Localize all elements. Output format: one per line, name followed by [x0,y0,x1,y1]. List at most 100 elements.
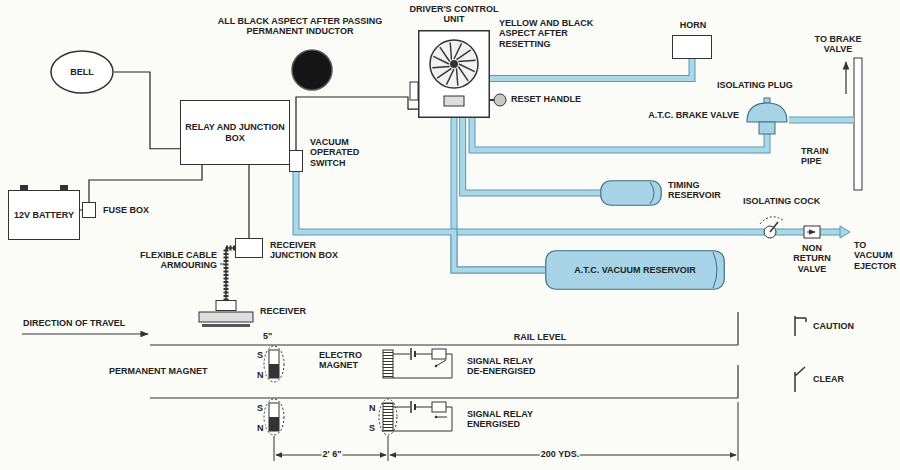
receiver-outline [198,300,254,328]
pole-letter: N [256,423,265,433]
pipe-outline [490,59,692,78]
node-text: 12V BATTERY [14,210,74,220]
node-text: FUSE BOX [103,205,149,215]
control-part [444,96,464,106]
aspect-indicator [292,50,332,90]
wire-connector [248,165,249,238]
part-label: TRAIN PIPE [800,146,846,167]
signal-circuit-energised [432,402,446,412]
main-vacuum-pipe [840,226,850,238]
isolating-cock [760,217,783,224]
fuse-box: FUSE BOX [82,202,96,218]
brake-valve-branch-pipe [789,117,854,124]
caution-signal-icon [795,316,806,336]
signal-circuit-energised [436,417,447,418]
signal-posts [738,312,739,398]
electro-magnet [379,399,397,435]
relay-junction-box: RELAY AND JUNCTION BOX [180,100,290,165]
part-label: RESET HANDLE [510,94,582,104]
node-text: RECEIVER [260,306,306,316]
control-outline [418,30,490,118]
relay-state: SIGNAL RELAY DE-ENERGISED [466,356,550,377]
horn: HORN [672,35,712,59]
vacuum-switch: VACUUM OPERATED SWITCH [289,150,303,172]
reset-handle [490,94,506,106]
part-label: ELECTRO MAGNET [318,350,376,371]
main-vacuum-pipe [454,230,840,235]
part-label: ISOLATING PLUG [716,80,794,90]
brake-valve-branch-pipe [789,118,854,123]
aspect-note: YELLOW AND BLACK ASPECT AFTER RESETTING [498,18,608,49]
pole-letter: S [256,403,264,413]
signal-circuit-de-energised [414,351,416,357]
clear-signal-icon [795,367,805,392]
leader-lines [220,264,224,265]
wire-connector [89,165,202,202]
part-label: PERMANENT MAGNET [108,366,209,376]
wire [248,165,249,238]
control-mounting [410,82,418,100]
electro-magnet [383,350,393,378]
pipe-outline [472,118,767,150]
control-part [432,67,449,68]
relay-state: SIGNAL RELAY ENERGISED [466,409,550,430]
wire [89,165,202,202]
signal-circuit-energised [393,401,452,431]
rail-level-lines [150,345,738,398]
vacuum-pipe [463,118,600,193]
control-part [450,60,458,68]
control-part [458,67,468,81]
aspect-indicator [292,50,332,90]
permanent-magnet [264,346,284,382]
node-text: RELAY AND JUNCTION BOX [185,122,285,143]
to-brake-valve-arrow [845,62,846,94]
electro-magnet [383,403,393,431]
train-pipe [854,58,862,190]
signal-circuit-de-energised [410,348,412,360]
non-return-valve [804,226,820,238]
signal-circuit-de-energised [436,360,446,366]
control-part [437,68,451,78]
pipe-outline [463,118,600,193]
control-part [419,31,490,118]
control-part [457,68,458,85]
signal-circuit-de-energised [435,365,438,368]
control-part [458,60,475,61]
pipe-outline [454,118,545,270]
dimension: 200 YDS. [540,449,580,459]
part-label: ISOLATING COCK [742,196,821,206]
cable-armouring [226,248,235,300]
pole-letter: N [256,370,265,380]
cyl-part [601,181,662,206]
vacuum-pipe [454,118,545,270]
dimension-lines [274,402,738,461]
permanent-magnet [269,364,279,378]
receiver-part [202,324,250,327]
direction-arrow [22,333,148,334]
node-text: RECEIVER JUNCTION BOX [270,240,340,261]
receiver-part [216,301,236,311]
control-part [457,50,471,60]
dimension: 2' 6" [322,449,343,459]
electro-magnet [383,350,393,378]
permanent-magnet [264,346,284,382]
timing-reservoir: TIMING RESERVOIR [600,180,662,206]
signal-aspect: CLEAR [812,374,845,384]
pipe-destination: TO VACUUM EJECTOR [853,240,899,271]
signal-circuit-de-energised [432,349,446,359]
vacuum-pipe [472,118,767,150]
isolating-cock [770,222,778,232]
cyl-part [713,252,717,288]
dome-part [759,122,775,134]
part-label: FLEXIBLE CABLE ARMOURING [136,250,218,271]
pipe-connector [454,118,545,270]
dimension: 5" [262,331,273,341]
receiver-part [199,312,253,322]
signal-circuit-energised [410,401,412,413]
signal-aspect: CAUTION [812,321,855,331]
dome-part [764,98,770,103]
brake-valve-branch-pipe [789,120,854,121]
node-text: DRIVER'S CONTROL UNIT [409,4,499,25]
control-unit: DRIVER'S CONTROL UNIT [418,30,490,118]
